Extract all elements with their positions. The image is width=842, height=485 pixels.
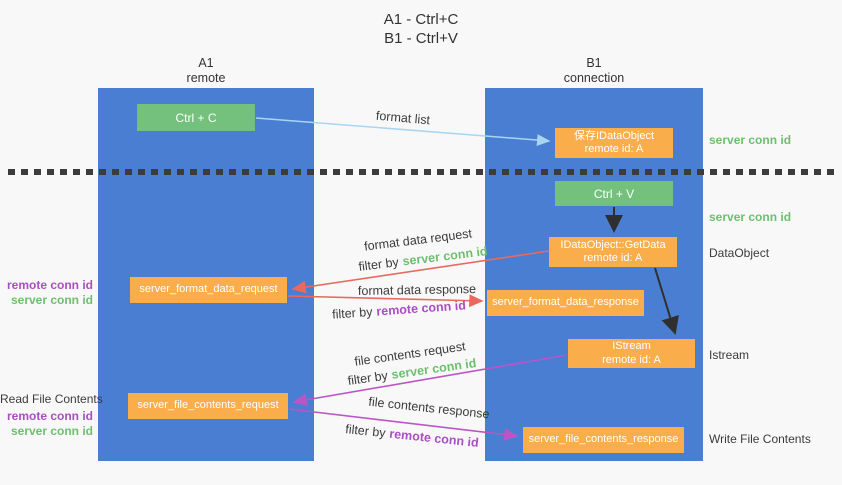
arrow-file-contents-request (292, 354, 568, 407)
node-ctrl-c: Ctrl + C (137, 104, 255, 131)
arrow-format-data-response (287, 294, 484, 308)
node-ctrl-c-label: Ctrl + C (175, 110, 217, 125)
title-line-2: B1 - Ctrl+V (384, 30, 458, 47)
column-b1-subtitle: connection (563, 71, 625, 85)
node-save-idataobject: 保存IDataObject remote id: A (555, 128, 673, 158)
filter-by-text: filter by (331, 304, 373, 322)
column-header-a1: A1 remote (98, 56, 314, 86)
read-file-contents-text: Read File Contents (0, 392, 103, 406)
node-ctrl-v: Ctrl + V (555, 181, 673, 206)
node-getdata-line2: remote id: A (583, 252, 643, 264)
node-save-idataobject-line1: 保存IDataObject (573, 129, 655, 142)
node-istream-line1: IStream (612, 340, 651, 352)
node-server-format-data-response: server_format_data_response (487, 290, 644, 316)
arrow-format-list (255, 117, 551, 147)
left-server-conn-id-2: server conn id (10, 423, 93, 438)
left-server-conn-id-1: server conn id (10, 292, 93, 307)
node-idataobject-getdata: IDataObject::GetData remote id: A (549, 237, 677, 267)
arrow-getdata-to-istream (654, 267, 679, 335)
node-server-format-data-request: server_format_data_request (130, 277, 287, 303)
node-getdata-line1: IDataObject::GetData (560, 238, 666, 251)
arrow-file-contents-response (288, 408, 519, 441)
column-a1-subtitle: remote (186, 71, 226, 85)
left-read-file-contents: Read File Contents (0, 392, 103, 407)
right-istream-label: Istream (709, 348, 750, 362)
node-save-idataobject-line2: remote id: A (584, 143, 644, 155)
node-ctrl-v-label: Ctrl + V (593, 186, 635, 201)
title-line-1: A1 - Ctrl+C (383, 11, 459, 28)
node-server-file-contents-request: server_file_contents_request (128, 393, 288, 419)
node-format-request-label: server_format_data_request (139, 283, 278, 296)
right-dataobject-label: DataObject (709, 246, 770, 260)
node-istream: IStream remote id: A (568, 339, 695, 368)
left-conn-ids-format: remote conn id server conn id (0, 278, 93, 307)
node-file-request-label: server_file_contents_request (137, 399, 279, 412)
right-server-conn-id-top: server conn id (709, 133, 792, 147)
node-server-file-contents-response: server_file_contents_response (523, 427, 684, 453)
left-remote-conn-id-1: remote conn id (6, 278, 93, 292)
label-format-data-response: format data response (357, 281, 477, 299)
right-server-conn-id-mid: server conn id (709, 210, 792, 224)
node-file-response-label: server_file_contents_response (528, 433, 679, 446)
node-istream-line2: remote id: A (602, 353, 661, 366)
right-write-file-contents: Write File Contents (709, 432, 811, 446)
column-b1-name: B1 (586, 56, 602, 70)
arrow-format-data-request (291, 250, 550, 294)
left-conn-ids-file: remote conn id server conn id (0, 409, 93, 438)
column-header-b1: B1 connection (485, 56, 703, 86)
left-remote-conn-id-2: remote conn id (6, 409, 93, 423)
node-format-response-label: server_format_data_response (492, 296, 639, 309)
column-a1-name: A1 (198, 56, 214, 70)
diagram-title: A1 - Ctrl+C B1 - Ctrl+V (0, 10, 842, 48)
dashed-separator (8, 169, 836, 175)
